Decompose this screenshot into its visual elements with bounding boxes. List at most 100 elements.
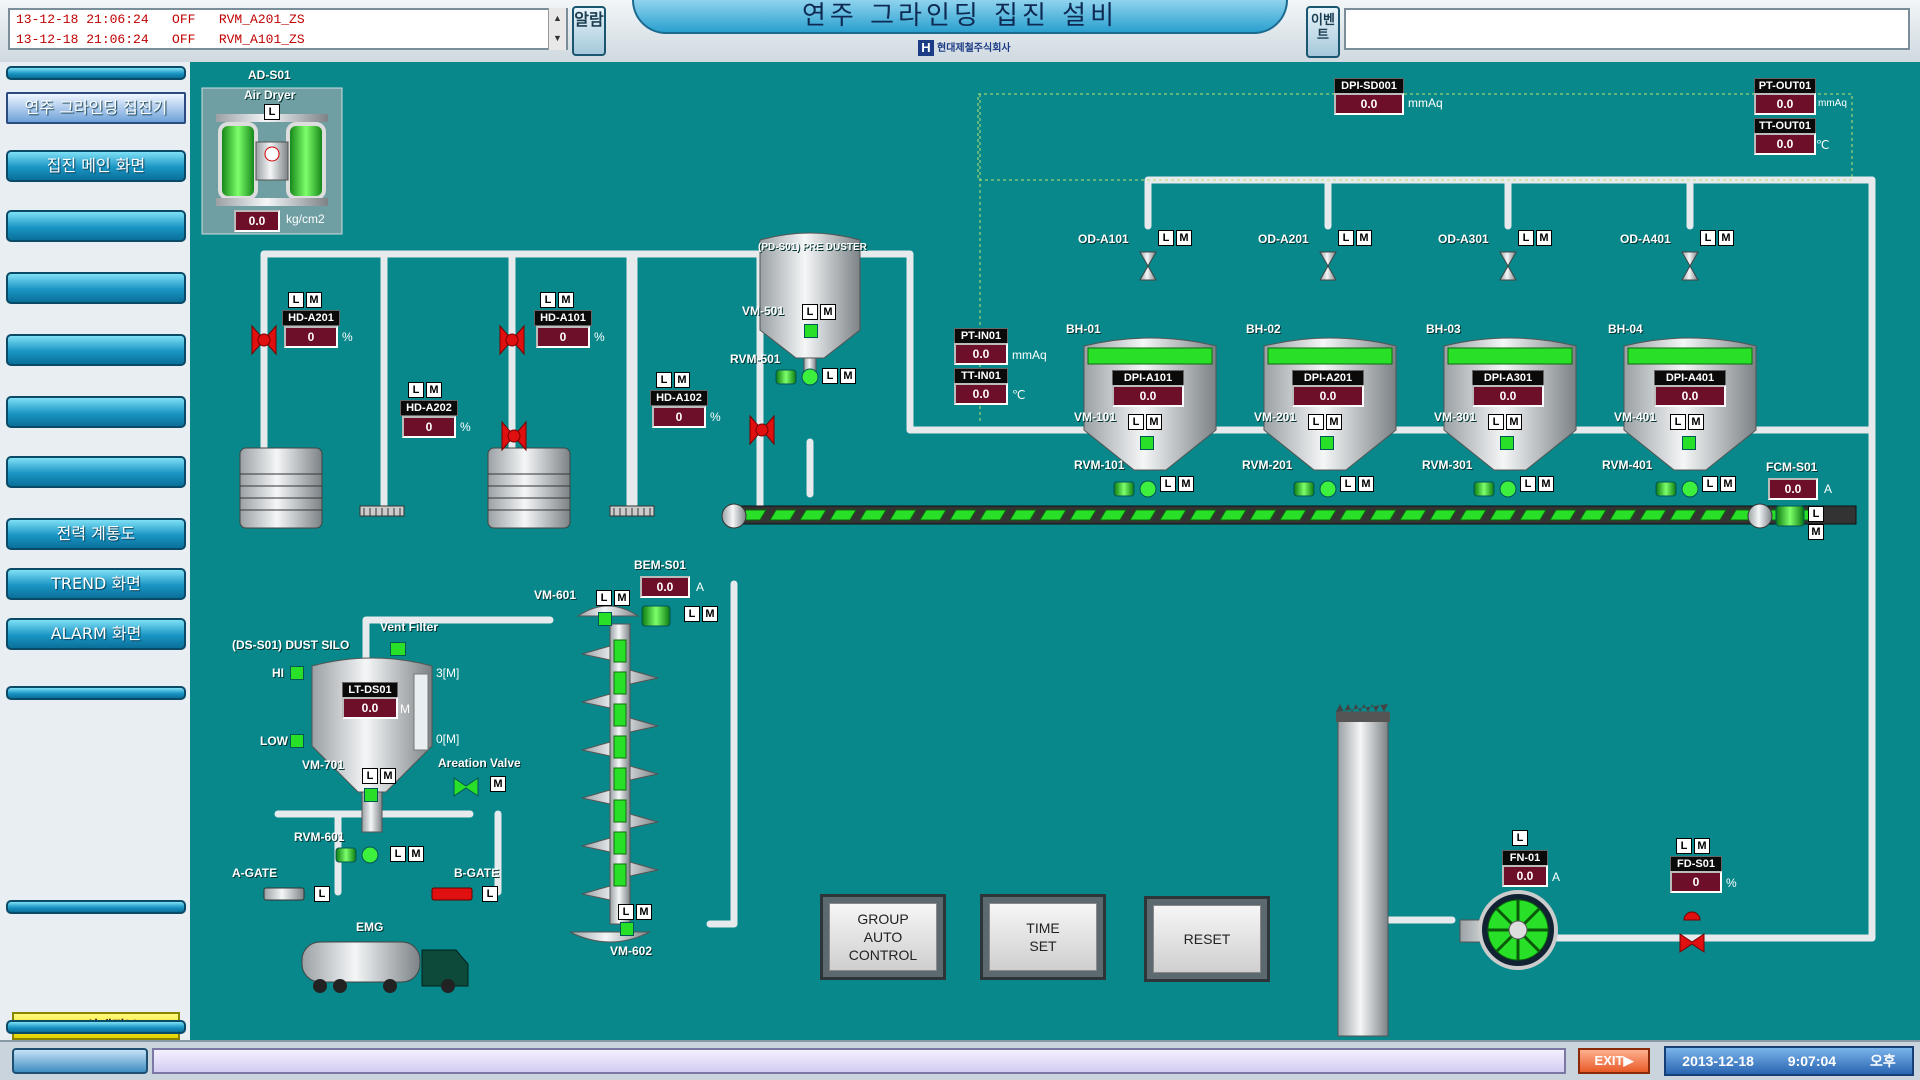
b-gate-mode[interactable]: L: [482, 886, 498, 902]
nav-blank-3[interactable]: [6, 272, 186, 304]
event-list[interactable]: [1344, 8, 1910, 50]
air-dryer-mode[interactable]: L: [264, 104, 280, 120]
l-mode[interactable]: L: [1670, 414, 1686, 430]
l-mode[interactable]: L: [1488, 414, 1504, 430]
l-mode[interactable]: L: [362, 768, 378, 784]
vm-701-indicator[interactable]: [364, 788, 378, 802]
l-mode[interactable]: L: [288, 292, 304, 308]
m-mode[interactable]: M: [1536, 230, 1552, 246]
m-mode[interactable]: M: [1808, 524, 1824, 540]
m-mode[interactable]: M: [1720, 476, 1736, 492]
l-mode[interactable]: L: [540, 292, 556, 308]
nav-main-screen[interactable]: 집진 메인 화면: [6, 150, 186, 182]
nav-blank-5[interactable]: [6, 396, 186, 428]
l-mode[interactable]: L: [1808, 506, 1824, 522]
outlet-dampers[interactable]: [1139, 251, 1699, 281]
nav-blank-4[interactable]: [6, 334, 186, 366]
l-mode[interactable]: L: [408, 382, 424, 398]
red-damper-valves[interactable]: [251, 324, 1705, 953]
fn-01-mode[interactable]: L: [1512, 830, 1528, 846]
m-mode[interactable]: M: [1356, 230, 1372, 246]
air-dryer-unit[interactable]: [201, 87, 343, 235]
a-gate-mode[interactable]: L: [314, 886, 330, 902]
status-bar-button[interactable]: [12, 1048, 148, 1074]
rotary-valves[interactable]: [335, 368, 1699, 864]
alarm-line[interactable]: 13-12-18 21:06:24 OFF RVM_A101_ZS: [16, 32, 305, 47]
vm-301-indicator[interactable]: [1500, 436, 1514, 450]
l-mode[interactable]: L: [1702, 476, 1718, 492]
reset-button[interactable]: RESET: [1144, 896, 1270, 982]
m-mode[interactable]: M: [1146, 414, 1162, 430]
m-mode[interactable]: M: [426, 382, 442, 398]
l-mode[interactable]: L: [1520, 476, 1536, 492]
vm-101-indicator[interactable]: [1140, 436, 1154, 450]
m-mode[interactable]: M: [1538, 476, 1554, 492]
m-mode[interactable]: M: [614, 590, 630, 606]
group-auto-control-button[interactable]: GROUP AUTO CONTROL: [820, 894, 946, 980]
m-mode[interactable]: M: [1694, 838, 1710, 854]
vent-filter-indicator[interactable]: [390, 642, 406, 656]
nav-blank-9[interactable]: [6, 1020, 186, 1034]
m-mode[interactable]: M: [674, 372, 690, 388]
vm-602-indicator[interactable]: [620, 922, 634, 936]
vm-501-indicator[interactable]: [804, 324, 818, 338]
aeration-valve-mode[interactable]: M: [490, 776, 506, 792]
m-mode[interactable]: M: [840, 368, 856, 384]
event-button[interactable]: 이벤트: [1306, 6, 1340, 58]
l-mode[interactable]: L: [1308, 414, 1324, 430]
m-mode[interactable]: M: [1178, 476, 1194, 492]
alarm-button[interactable]: 알람: [572, 6, 606, 56]
l-mode[interactable]: L: [618, 904, 634, 920]
nav-blank-7[interactable]: [6, 686, 186, 700]
m-mode[interactable]: M: [490, 776, 506, 792]
m-mode[interactable]: M: [1358, 476, 1374, 492]
l-mode[interactable]: L: [822, 368, 838, 384]
vm-401-indicator[interactable]: [1682, 436, 1696, 450]
m-mode[interactable]: M: [306, 292, 322, 308]
l-mode[interactable]: L: [264, 104, 280, 120]
nav-blank-2[interactable]: [6, 210, 186, 242]
l-mode[interactable]: L: [1160, 476, 1176, 492]
exit-button[interactable]: EXIT▶: [1578, 1048, 1650, 1074]
l-mode[interactable]: L: [802, 304, 818, 320]
nav-blank-1[interactable]: [6, 66, 186, 80]
l-mode[interactable]: L: [1518, 230, 1534, 246]
m-mode[interactable]: M: [702, 606, 718, 622]
aeration-valve[interactable]: [453, 777, 479, 797]
l-mode[interactable]: L: [656, 372, 672, 388]
m-mode[interactable]: M: [380, 768, 396, 784]
alarm-scrollbar[interactable]: ▲▼: [548, 8, 566, 50]
nav-blank-6[interactable]: [6, 456, 186, 488]
m-mode[interactable]: M: [558, 292, 574, 308]
alarm-line[interactable]: 13-12-18 21:06:24 OFF RVM_A201_ZS: [16, 12, 305, 27]
nav-blank-8[interactable]: [6, 900, 186, 914]
l-mode[interactable]: L: [482, 886, 498, 902]
l-mode[interactable]: L: [314, 886, 330, 902]
time-set-button[interactable]: TIME SET: [980, 894, 1106, 980]
m-mode[interactable]: M: [1176, 230, 1192, 246]
vm-601-indicator[interactable]: [598, 612, 612, 626]
l-mode[interactable]: L: [596, 590, 612, 606]
l-mode[interactable]: L: [1158, 230, 1174, 246]
alarm-list[interactable]: 13-12-18 21:06:24 OFF RVM_A201_ZS 13-12-…: [8, 8, 568, 50]
m-mode[interactable]: M: [408, 846, 424, 862]
